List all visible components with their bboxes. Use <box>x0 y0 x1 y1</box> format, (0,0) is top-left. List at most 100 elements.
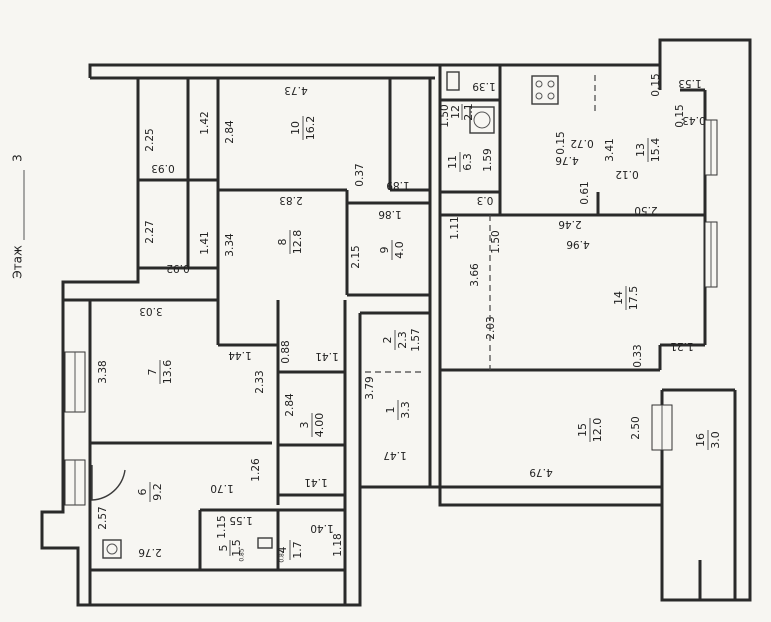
dim-label: 0.87 <box>279 549 286 563</box>
room-labels: 1 3.3 2 2.3 3 4.00 4 1.7 5 1.5 6 9.2 <box>136 103 722 560</box>
room-8-label: 8 12.8 <box>276 230 304 255</box>
dim-label: 1.86 <box>378 208 402 220</box>
svg-text:10: 10 <box>289 121 302 135</box>
dim-label: 1.47 <box>383 449 406 461</box>
floor-title: Этаж 3 <box>11 154 25 279</box>
dim-label: 4.79 <box>529 466 552 478</box>
room-1-label: 1 3.3 <box>384 400 412 420</box>
dim-label: 1.15 <box>216 515 228 538</box>
svg-text:2.1: 2.1 <box>462 103 475 121</box>
svg-text:1.7: 1.7 <box>291 541 304 559</box>
svg-text:4.00: 4.00 <box>313 413 326 438</box>
dim-label: 0.85 <box>239 548 246 562</box>
dim-label: 0.33 <box>632 344 644 367</box>
outer-walls <box>40 38 752 607</box>
dim-label: 4.96 <box>566 238 590 250</box>
room-5-label: 5 1.5 <box>217 539 243 557</box>
room-3-label: 3 4.00 <box>298 413 326 438</box>
room-16-label: 16 3.0 <box>694 430 722 450</box>
windows <box>64 119 718 506</box>
washing-machine-icon <box>469 106 495 134</box>
svg-text:12.0: 12.0 <box>591 418 604 443</box>
svg-text:16.2: 16.2 <box>304 116 317 141</box>
dim-label: 1.44 <box>228 349 252 361</box>
dim-label: 0.93 <box>151 162 174 174</box>
dim-label: 4.73 <box>284 84 307 96</box>
svg-text:14: 14 <box>612 291 625 305</box>
door-swing-icon <box>91 465 126 501</box>
floor-number: 3 <box>11 154 25 162</box>
svg-text:12: 12 <box>449 105 462 119</box>
dim-label: 2.84 <box>224 120 236 144</box>
dim-label: 1.89 <box>386 179 409 191</box>
toilet-icon <box>257 537 273 549</box>
svg-text:11: 11 <box>446 155 459 169</box>
room-14-label: 14 17.5 <box>612 286 640 311</box>
dim-label: 1.42 <box>199 111 211 134</box>
svg-text:17.5: 17.5 <box>627 286 640 311</box>
dim-label: 0.72 <box>570 137 593 149</box>
floor-label: Этаж <box>11 245 25 279</box>
dim-label: 2.46 <box>558 218 582 230</box>
dim-label: 0.12 <box>615 168 638 180</box>
dim-label: 3.66 <box>469 263 481 287</box>
svg-text:15: 15 <box>576 423 589 437</box>
dim-label: 2.25 <box>144 128 156 151</box>
dim-label: 4.76 <box>555 154 579 166</box>
dim-label: 2.83 <box>279 194 302 206</box>
dim-label: 1.41 <box>304 476 327 488</box>
dim-label: 0.88 <box>280 340 292 363</box>
dim-label: 2.50 <box>630 416 642 439</box>
dim-label: 0.43 <box>682 114 705 126</box>
sink-icon <box>446 71 460 91</box>
room-9-label: 9 4.0 <box>378 240 406 260</box>
room-12-label: 12 2.1 <box>449 103 475 121</box>
dim-label: 0.61 <box>579 181 591 204</box>
dim-label: 1.39 <box>472 80 495 92</box>
dim-label: 2.57 <box>97 506 109 529</box>
dim-label: 0.15 <box>650 73 662 96</box>
svg-text:12.8: 12.8 <box>291 230 304 255</box>
dim-label: 2.33 <box>254 370 266 393</box>
room-7-label: 7 13.6 <box>146 360 174 385</box>
interior-walls <box>63 40 737 605</box>
dim-label: 2.84 <box>284 393 296 417</box>
dim-label: 1.57 <box>410 328 422 351</box>
dim-label: 3.41 <box>604 138 616 161</box>
dim-label: 1.41 <box>199 231 211 254</box>
dim-label: 1.40 <box>310 522 333 534</box>
dim-label: 0.3 <box>477 194 494 206</box>
svg-text:9.2: 9.2 <box>151 483 164 501</box>
svg-text:6.3: 6.3 <box>461 153 474 171</box>
dim-label: 1.50 <box>490 230 502 253</box>
dim-label: 3.79 <box>364 376 376 399</box>
room-13-label: 13 15.4 <box>634 138 662 163</box>
dim-label: 1.59 <box>482 148 494 171</box>
shower-icon <box>102 539 122 559</box>
svg-text:1.5: 1.5 <box>230 539 243 557</box>
room-10-label: 10 16.2 <box>289 116 317 141</box>
svg-text:2: 2 <box>381 337 394 344</box>
svg-text:7: 7 <box>146 369 159 376</box>
svg-text:13.6: 13.6 <box>161 360 174 385</box>
dim-label: 0.15 <box>674 104 686 127</box>
dim-label: 2.27 <box>144 220 156 243</box>
room-11-label: 11 6.3 <box>446 152 474 172</box>
svg-text:8: 8 <box>276 239 289 246</box>
dim-label: 1.55 <box>229 514 252 526</box>
svg-text:16: 16 <box>694 433 707 447</box>
fixtures <box>91 71 559 559</box>
room-2-label: 2 2.3 <box>381 330 409 350</box>
dim-label: 2.50 <box>634 204 657 216</box>
dim-label: 1.41 <box>315 350 338 362</box>
dim-label: 3.03 <box>139 305 162 317</box>
room-15-label: 15 12.0 <box>576 418 604 443</box>
room-4-label: 4 1.7 <box>276 540 304 560</box>
svg-text:4: 4 <box>276 547 289 554</box>
svg-text:9: 9 <box>378 247 391 254</box>
dim-label: 1.50 <box>439 104 451 127</box>
svg-text:3.3: 3.3 <box>399 401 412 419</box>
dim-label: 3.38 <box>97 360 109 383</box>
